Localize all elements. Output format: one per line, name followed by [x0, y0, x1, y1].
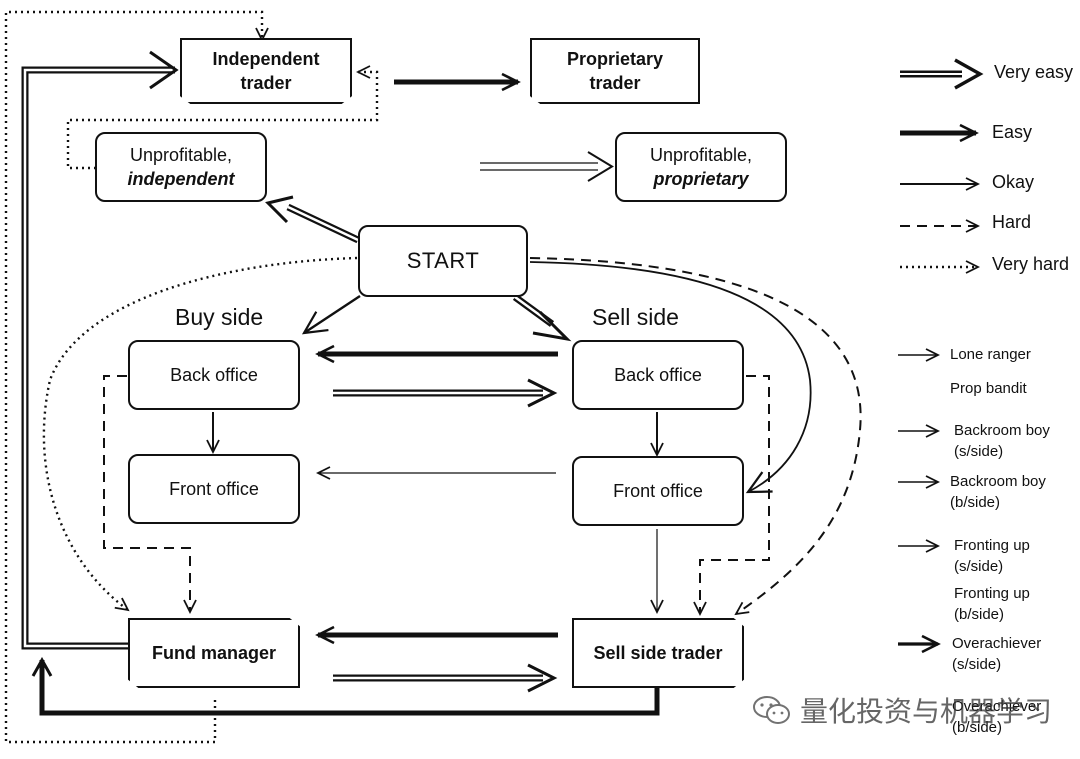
path-backroom-boy-b-line1: Backroom boy [950, 473, 1046, 490]
independent-trader-line1: Independent [212, 49, 320, 69]
path-backroom-boy-s: Backroom boy (s/side) [954, 420, 1050, 462]
path-overachiever-s: Overachiever (s/side) [952, 633, 1041, 675]
legend-okay: Okay [992, 172, 1035, 192]
path-lone-ranger-line1: Lone ranger [950, 346, 1031, 363]
path-overachiever-b: Overachiever (b/side) [952, 696, 1041, 738]
proprietary-trader-line2: trader [589, 73, 641, 93]
start-label: START [406, 248, 480, 273]
path-fronting-up-b-line2: (b/side) [954, 606, 1005, 623]
watermark-text: 量化投资与机器学习 [800, 696, 1053, 727]
box-sell-back-office: Back office [572, 340, 744, 410]
path-overachiever-b-line1: Overachiever [952, 698, 1042, 715]
unprofitable-proprietary-line2: proprietary [653, 169, 749, 189]
arrow-buy-back-to-sell-back [333, 378, 558, 408]
arrow-sell-back-to-sell-trader-dashed [700, 375, 770, 614]
independent-trader-line2: trader [240, 73, 292, 93]
box-sell-side-trader: Sell side trader [572, 618, 744, 688]
path-backroom-boy-b: Backroom boy (b/side) [950, 471, 1046, 513]
arrow-start-to-buy-back-office [301, 294, 361, 335]
path-fronting-up-b-line1: Fronting up [954, 585, 1030, 602]
box-sell-front-office: Front office [572, 456, 744, 526]
path-lone-ranger: Lone ranger [950, 344, 1031, 365]
legend-hard: Hard [992, 212, 1032, 232]
path-overachiever-s-line1: Overachiever [952, 635, 1042, 652]
proprietary-trader-line1: Proprietary [566, 49, 664, 69]
box-proprietary-trader: Proprietary trader [530, 38, 700, 104]
fund-manager-label: Fund manager [151, 643, 276, 663]
box-independent-trader: Independent trader [180, 38, 352, 104]
arrow-start-to-unprofitable-independent [265, 195, 360, 244]
box-buy-back-office: Back office [128, 340, 300, 410]
legend-very-easy: Very easy [994, 62, 1074, 82]
arrow-buy-back-to-fund-manager-dashed [103, 375, 190, 612]
buy-front-office-label: Front office [169, 479, 259, 499]
sell-front-office-label: Front office [613, 481, 703, 501]
path-fronting-up-s: Fronting up (s/side) [954, 535, 1030, 577]
arrow-start-to-sell-side-trader-dashed [529, 257, 862, 614]
box-fund-manager: Fund manager [128, 618, 300, 688]
path-backroom-boy-b-line2: (b/side) [950, 494, 1001, 511]
box-start: START [358, 225, 528, 297]
sell-side-label: Sell side [592, 304, 679, 330]
path-prop-bandit-line1: Prop bandit [950, 380, 1027, 397]
path-backroom-boy-s-line2: (s/side) [954, 443, 1004, 460]
path-backroom-boy-s-line1: Backroom boy [954, 422, 1050, 439]
path-prop-bandit: Prop bandit [950, 378, 1027, 399]
arrow-start-to-sell-back-office [512, 294, 572, 342]
watermark: 量化投资与机器学习 [752, 690, 1052, 730]
wechat-icon [753, 696, 790, 724]
unprofitable-independent-line1: Unprofitable, [129, 145, 233, 165]
legend-strokes [900, 58, 984, 267]
path-legend-arrows [898, 355, 941, 654]
legend-easy: Easy [992, 122, 1033, 142]
arrow-sell-trader-to-fund-manager-bottom [42, 660, 660, 716]
buy-side-label: Buy side [175, 304, 264, 330]
box-unprofitable-proprietary: Unprofitable, proprietary [615, 132, 787, 202]
arrow-fund-manager-to-sell-trader [333, 663, 558, 693]
path-overachiever-s-line2: (s/side) [952, 656, 1002, 673]
path-fronting-up-b: Fronting up (b/side) [954, 583, 1030, 625]
unprofitable-proprietary-line1: Unprofitable, [649, 145, 753, 165]
path-overachiever-b-line2: (b/side) [952, 719, 1003, 736]
buy-back-office-label: Back office [170, 365, 258, 385]
arrow-start-to-sell-front-office [529, 261, 812, 494]
sell-side-trader-label: Sell side trader [593, 643, 723, 663]
box-buy-front-office: Front office [128, 454, 300, 524]
path-fronting-up-s-line2: (s/side) [954, 558, 1004, 575]
path-fronting-up-s-line1: Fronting up [954, 537, 1030, 554]
unprofitable-independent-line2: independent [127, 169, 235, 189]
box-unprofitable-independent: Unprofitable, independent [95, 132, 267, 202]
arrow-start-to-fund-manager-dotted [42, 256, 358, 610]
sell-back-office-label: Back office [614, 365, 702, 385]
legend-very-hard: Very hard [992, 254, 1070, 274]
arrow-unprofitable-independent-to-proprietary [480, 151, 614, 182]
